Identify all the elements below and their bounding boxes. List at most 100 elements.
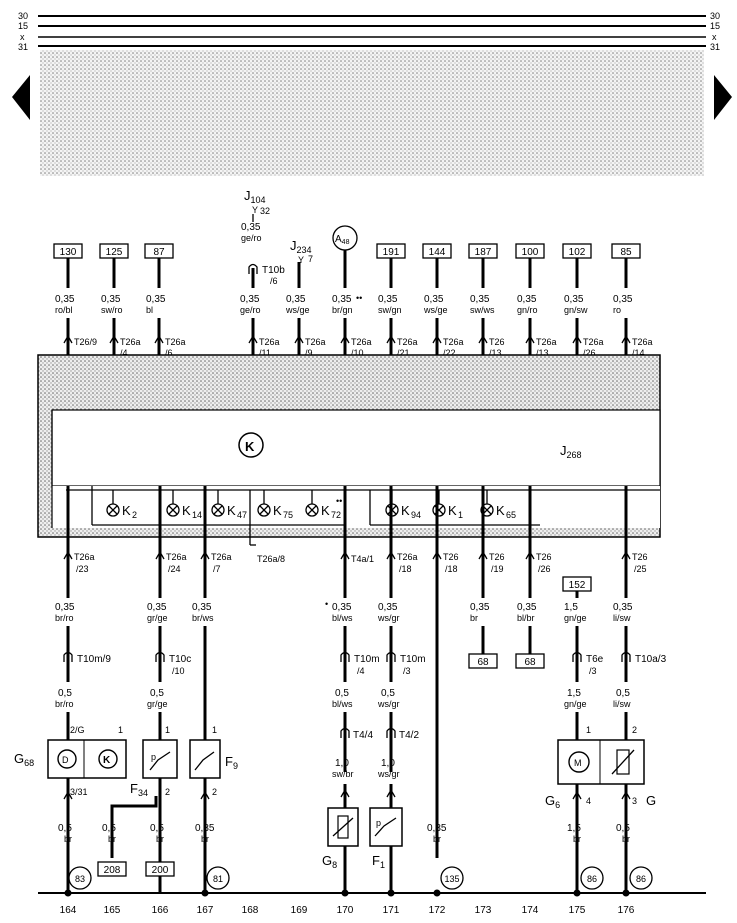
wire-color-bottom: br	[108, 834, 116, 844]
ref-box-top-144: 144	[422, 243, 452, 259]
earth-label: 81	[213, 874, 223, 884]
lamp-label: K	[122, 503, 131, 518]
wire-size-low: 0,5	[335, 688, 349, 699]
reference-label: 68	[477, 657, 489, 668]
svg-text:Y: Y	[298, 255, 304, 265]
wire-color-bottom: br	[433, 834, 441, 844]
ref-box-top-125: 125	[99, 243, 129, 259]
connector-sub-top: /11	[259, 348, 271, 358]
connector-label-bottom: T26a	[397, 552, 418, 562]
svg-text:G8: G8	[322, 853, 337, 870]
connector-label-top: T26a	[443, 337, 464, 347]
lamp-cross-icon	[108, 505, 118, 515]
previous-page-arrow-icon[interactable]	[12, 75, 30, 120]
connector-label-bottom: T26	[489, 552, 505, 562]
lamp-sub: 47	[237, 510, 247, 520]
connector-sub-mid: /3	[589, 666, 597, 676]
earth-circle	[206, 866, 230, 890]
connector-t4-label: T4/2	[399, 730, 419, 741]
svg-text:3/31: 3/31	[70, 787, 88, 797]
wire-size-low: 0,5	[381, 688, 395, 699]
connector-icon	[340, 651, 350, 662]
column-number: 171	[383, 905, 400, 916]
ref-box-208: 208	[97, 861, 127, 877]
wire-color-bottom: br	[201, 834, 209, 844]
arrow-up-icon	[154, 334, 164, 344]
lamp-label: K	[496, 503, 505, 518]
connector-label-mid: T10c	[169, 654, 191, 665]
earth-135: 135	[440, 866, 464, 890]
reference-label: 191	[383, 247, 400, 258]
connector-label-top: T26a	[351, 337, 372, 347]
wire-color-gf: sw/br	[332, 769, 354, 779]
arrow-up-icon	[621, 334, 631, 344]
column-number: 168	[242, 905, 259, 916]
wire-size-mid: 0,35	[470, 602, 490, 613]
wire-size-top: 0,35	[470, 294, 490, 305]
connector-sub-bottom: /23	[76, 564, 89, 574]
svg-text:ge/ro: ge/ro	[241, 233, 262, 243]
wire-color-top: ge/ro	[240, 305, 261, 315]
lamp-sub: 94	[411, 510, 421, 520]
connector-icon	[572, 651, 582, 662]
wire-color-bottom: br	[573, 834, 581, 844]
svg-text:p: p	[151, 752, 156, 762]
connector-sub-bottom: /18	[399, 564, 412, 574]
reference-label: 102	[569, 247, 586, 258]
connector-label-top: T26a	[536, 337, 557, 347]
wire-size-low: 1,5	[567, 688, 581, 699]
ref-box-top-130: 130	[53, 243, 83, 259]
next-page-arrow-icon[interactable]	[714, 75, 732, 120]
connector-label-top: T26	[489, 337, 505, 347]
svg-text:J234: J234	[290, 238, 312, 255]
connector-label-top: T26a	[632, 337, 653, 347]
wire-size-bottom: 1,5	[567, 823, 581, 834]
wire-color-gf: ws/gr	[377, 769, 400, 779]
connector-sub-bottom: /26	[538, 564, 551, 574]
reference-label: 85	[620, 247, 632, 258]
ref-box-top-100: 100	[515, 243, 545, 259]
earth-label: 135	[444, 874, 459, 884]
svg-text:0,35: 0,35	[241, 222, 261, 233]
connector-label-bottom: T26a/8	[257, 554, 285, 564]
svg-text:3: 3	[632, 796, 637, 806]
svg-text:1: 1	[165, 725, 170, 735]
fuel-pump-motor-icon	[568, 751, 590, 773]
wire-size-mid: 0,35	[332, 602, 352, 613]
arrow-up-icon	[525, 334, 535, 344]
wire-color-mid: bl/br	[517, 613, 535, 623]
column-number: 170	[337, 905, 354, 916]
wire-color-low: gn/ge	[564, 699, 587, 709]
svg-text:32: 32	[260, 206, 270, 216]
wire-color-top: ws/ge	[423, 305, 448, 315]
ref-box-200: 200	[145, 861, 175, 877]
lamp-label: K	[227, 503, 236, 518]
earth-86b: 86	[629, 866, 653, 890]
instrument-k-icon	[98, 749, 118, 769]
svg-text:K: K	[103, 755, 111, 766]
wire-size-bottom: 0,5	[150, 823, 164, 834]
connector-icon	[63, 651, 73, 662]
arrow-up-icon	[248, 334, 258, 344]
connector-sub-top: /22	[443, 348, 456, 358]
connector-label-top: T26a	[583, 337, 604, 347]
reference-label: 125	[106, 247, 123, 258]
connector-a48: A48	[332, 225, 358, 251]
connector-icon	[386, 727, 396, 738]
svg-text:2: 2	[165, 787, 170, 797]
column-number: 175	[569, 905, 586, 916]
svg-text:A48: A48	[335, 234, 350, 246]
svg-text:T10b: T10b	[262, 265, 285, 276]
wire-color-bottom: br	[622, 834, 630, 844]
connector-sub-bottom: /18	[445, 564, 458, 574]
connector-sub-top: /14	[632, 348, 645, 358]
connector-sub-bottom: /24	[168, 564, 181, 574]
lamp-mark: ••	[336, 496, 342, 506]
wire-color-bottom: br	[64, 834, 72, 844]
speed-sensor-icon	[57, 749, 77, 769]
connector-sub-top: /26	[583, 348, 596, 358]
svg-text:p: p	[376, 818, 381, 828]
wire-size-mid: 0,35	[192, 602, 212, 613]
svg-text:Y: Y	[252, 205, 258, 215]
wire-size-top: 0,35	[55, 294, 75, 305]
